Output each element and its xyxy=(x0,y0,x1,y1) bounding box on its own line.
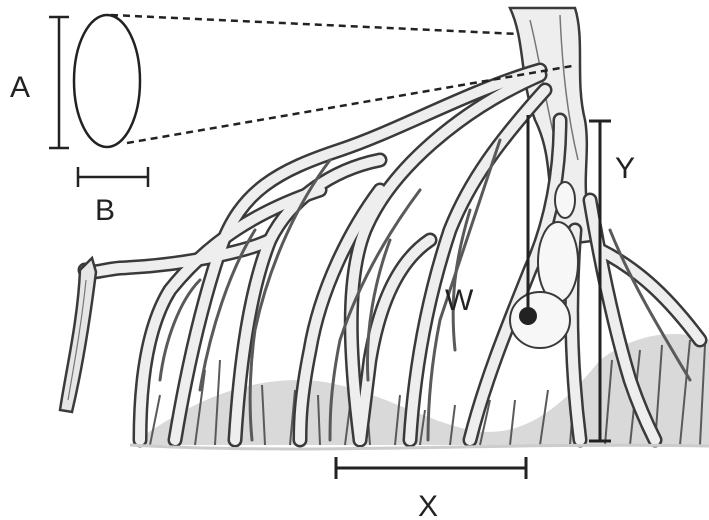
label-w: W xyxy=(445,284,474,317)
dimension-b xyxy=(78,167,148,187)
label-a: A xyxy=(10,71,30,104)
marker-w-dot xyxy=(519,307,537,325)
mangrove-root-illustration xyxy=(60,8,709,449)
ground-line xyxy=(130,445,709,449)
label-y: Y xyxy=(615,152,635,185)
label-b: B xyxy=(95,194,115,227)
aerial-root-left xyxy=(60,258,96,412)
projection-line-top xyxy=(111,15,518,34)
dimension-x xyxy=(336,457,526,479)
root-cross-section-ellipse xyxy=(74,15,140,147)
label-x: X xyxy=(418,490,438,520)
dimension-a xyxy=(49,17,69,148)
